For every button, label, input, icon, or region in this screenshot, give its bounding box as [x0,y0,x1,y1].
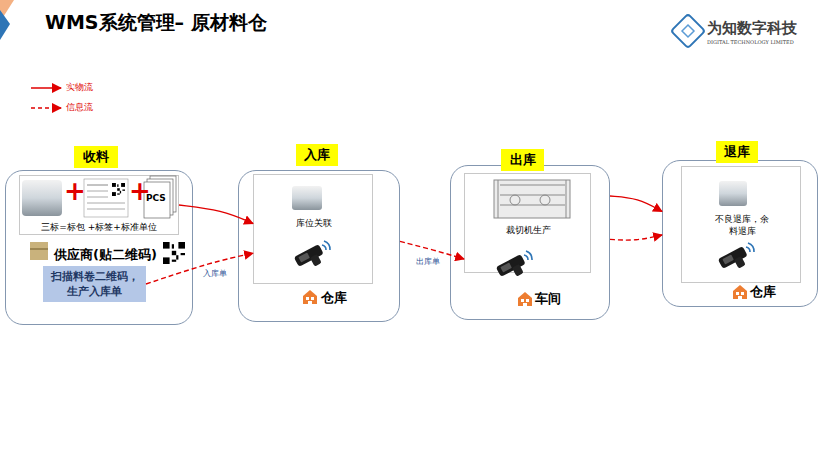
supplier-label: 供应商(贴二维码) [54,246,164,264]
information-flow-arrow [610,235,662,240]
handheld-scanner [294,241,330,273]
company-logo-mark [671,14,705,48]
company-subtitle: DIGITAL TECHNOLOGY LIMITED [707,39,794,45]
location-label: 车间 [535,290,575,308]
picture-frame: 裁切机生产 [464,173,591,273]
qr-code [163,242,185,264]
legend-entry: 信息流 [30,97,93,111]
information-flow-arrow [146,253,253,284]
document-mark: PCS [146,193,166,203]
workshop-icon [518,292,532,306]
stage-heading: 出库 [501,149,544,171]
handheld-scanner [496,251,532,283]
legend-text: 实物流 [66,82,93,92]
action-text: 扫描料卷二维码，生产入库单 [43,269,146,299]
picture-frame: 三标=标包 +标签+标准单位 [19,175,179,235]
legend-line-sample [30,83,66,93]
company-name: 为知数字科技 [707,19,797,38]
legend-line [31,107,61,109]
corner-decoration [0,0,14,22]
stage-heading: 收料 [74,146,118,168]
location-label: 仓库 [750,283,790,301]
action-box: 扫描料卷二维码，生产入库单 [43,266,146,302]
frame-caption: 裁切机生产 [465,224,592,236]
frame-caption: 库位关联 [254,217,374,229]
stage-heading: 退库 [716,141,758,163]
frame-caption: 不良退库，余料退库 [712,213,772,237]
plus-sign: + [64,176,86,206]
legend-line [31,87,61,89]
material-flow-arrow [610,196,662,211]
warehouse-icon [733,285,747,299]
stage-box: 退库仓库不良退库，余料退库 [662,160,818,307]
edge-label: 入库单 [203,268,227,279]
warehouse-icon [303,290,317,304]
edge-label: 出库单 [416,256,440,267]
material-flow-arrow [179,205,253,224]
location-label: 仓库 [321,289,361,307]
legend-entry: 实物流 [30,77,93,91]
frame-caption: 三标=标包 +标签+标准单位 [24,221,174,233]
page-title: WMS系统管理– 原材料仓 [45,10,267,36]
slitting-machine [494,180,570,218]
legend-text: 信息流 [66,102,93,112]
corner-decoration [0,10,10,40]
stage-box: 入库仓库库位关联 [238,170,400,322]
picture-frame: 不良退库，余料退库 [681,166,801,283]
stage-heading: 入库 [296,144,338,166]
information-flow-arrow [400,241,464,259]
stage-box: 出库车间裁切机生产 [450,165,610,320]
handheld-scanner [718,243,754,275]
picture-frame: 库位关联 [253,174,373,284]
supplier-box-icon [30,242,48,260]
label-sheet [84,179,128,217]
legend-line-sample [30,103,66,113]
